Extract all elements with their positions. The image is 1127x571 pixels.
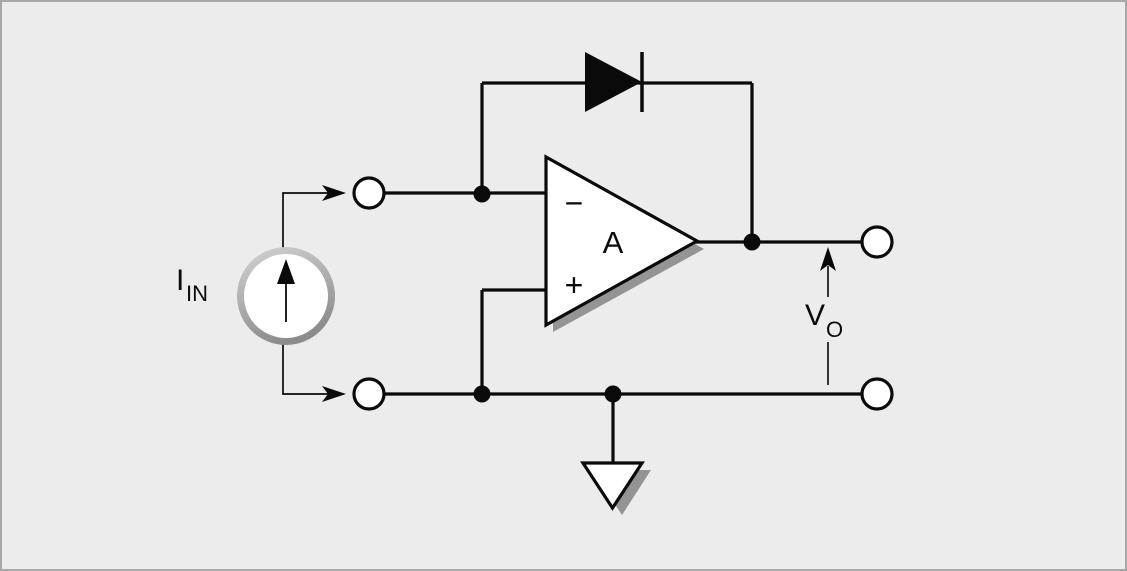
input-current-symbol: I [176, 264, 184, 297]
output-voltage-symbol: V [805, 299, 825, 332]
junction-dots [473, 185, 761, 403]
junction-dot-ground [604, 385, 622, 403]
opamp-noninverting-input-sign: + [565, 267, 584, 303]
terminal-top-left [352, 176, 386, 210]
bottom-input-arrow-icon [322, 386, 346, 402]
voltage-arrow-icon [820, 247, 836, 271]
current-source-arrow-icon [277, 259, 295, 284]
top-input-arrow-icon [322, 185, 346, 201]
junction-dot-bottom-left [473, 385, 491, 403]
output-voltage-subscript: O [826, 317, 843, 342]
junction-dot-output [743, 233, 761, 251]
opamp-gain-label: A [603, 225, 624, 260]
current-source [237, 247, 335, 345]
output-voltage-annotation: V O [805, 247, 843, 385]
input-current-subscript: IN [186, 281, 208, 306]
input-current-label: I IN [176, 264, 208, 306]
junction-dot-inverting [473, 185, 491, 203]
terminal-output-bottom [860, 377, 894, 411]
source-lead-wires [282, 192, 332, 395]
diode [585, 52, 644, 112]
ground-symbol [580, 461, 651, 515]
terminal-output-top [860, 225, 894, 259]
terminal-bottom-left [352, 377, 386, 411]
opamp-body [544, 154, 701, 328]
opamp-inverting-input-sign: − [565, 185, 584, 221]
diode-anode-triangle [585, 52, 642, 112]
terminals [352, 176, 894, 411]
ground-triangle [580, 461, 645, 511]
opamp: − + A [544, 154, 704, 332]
